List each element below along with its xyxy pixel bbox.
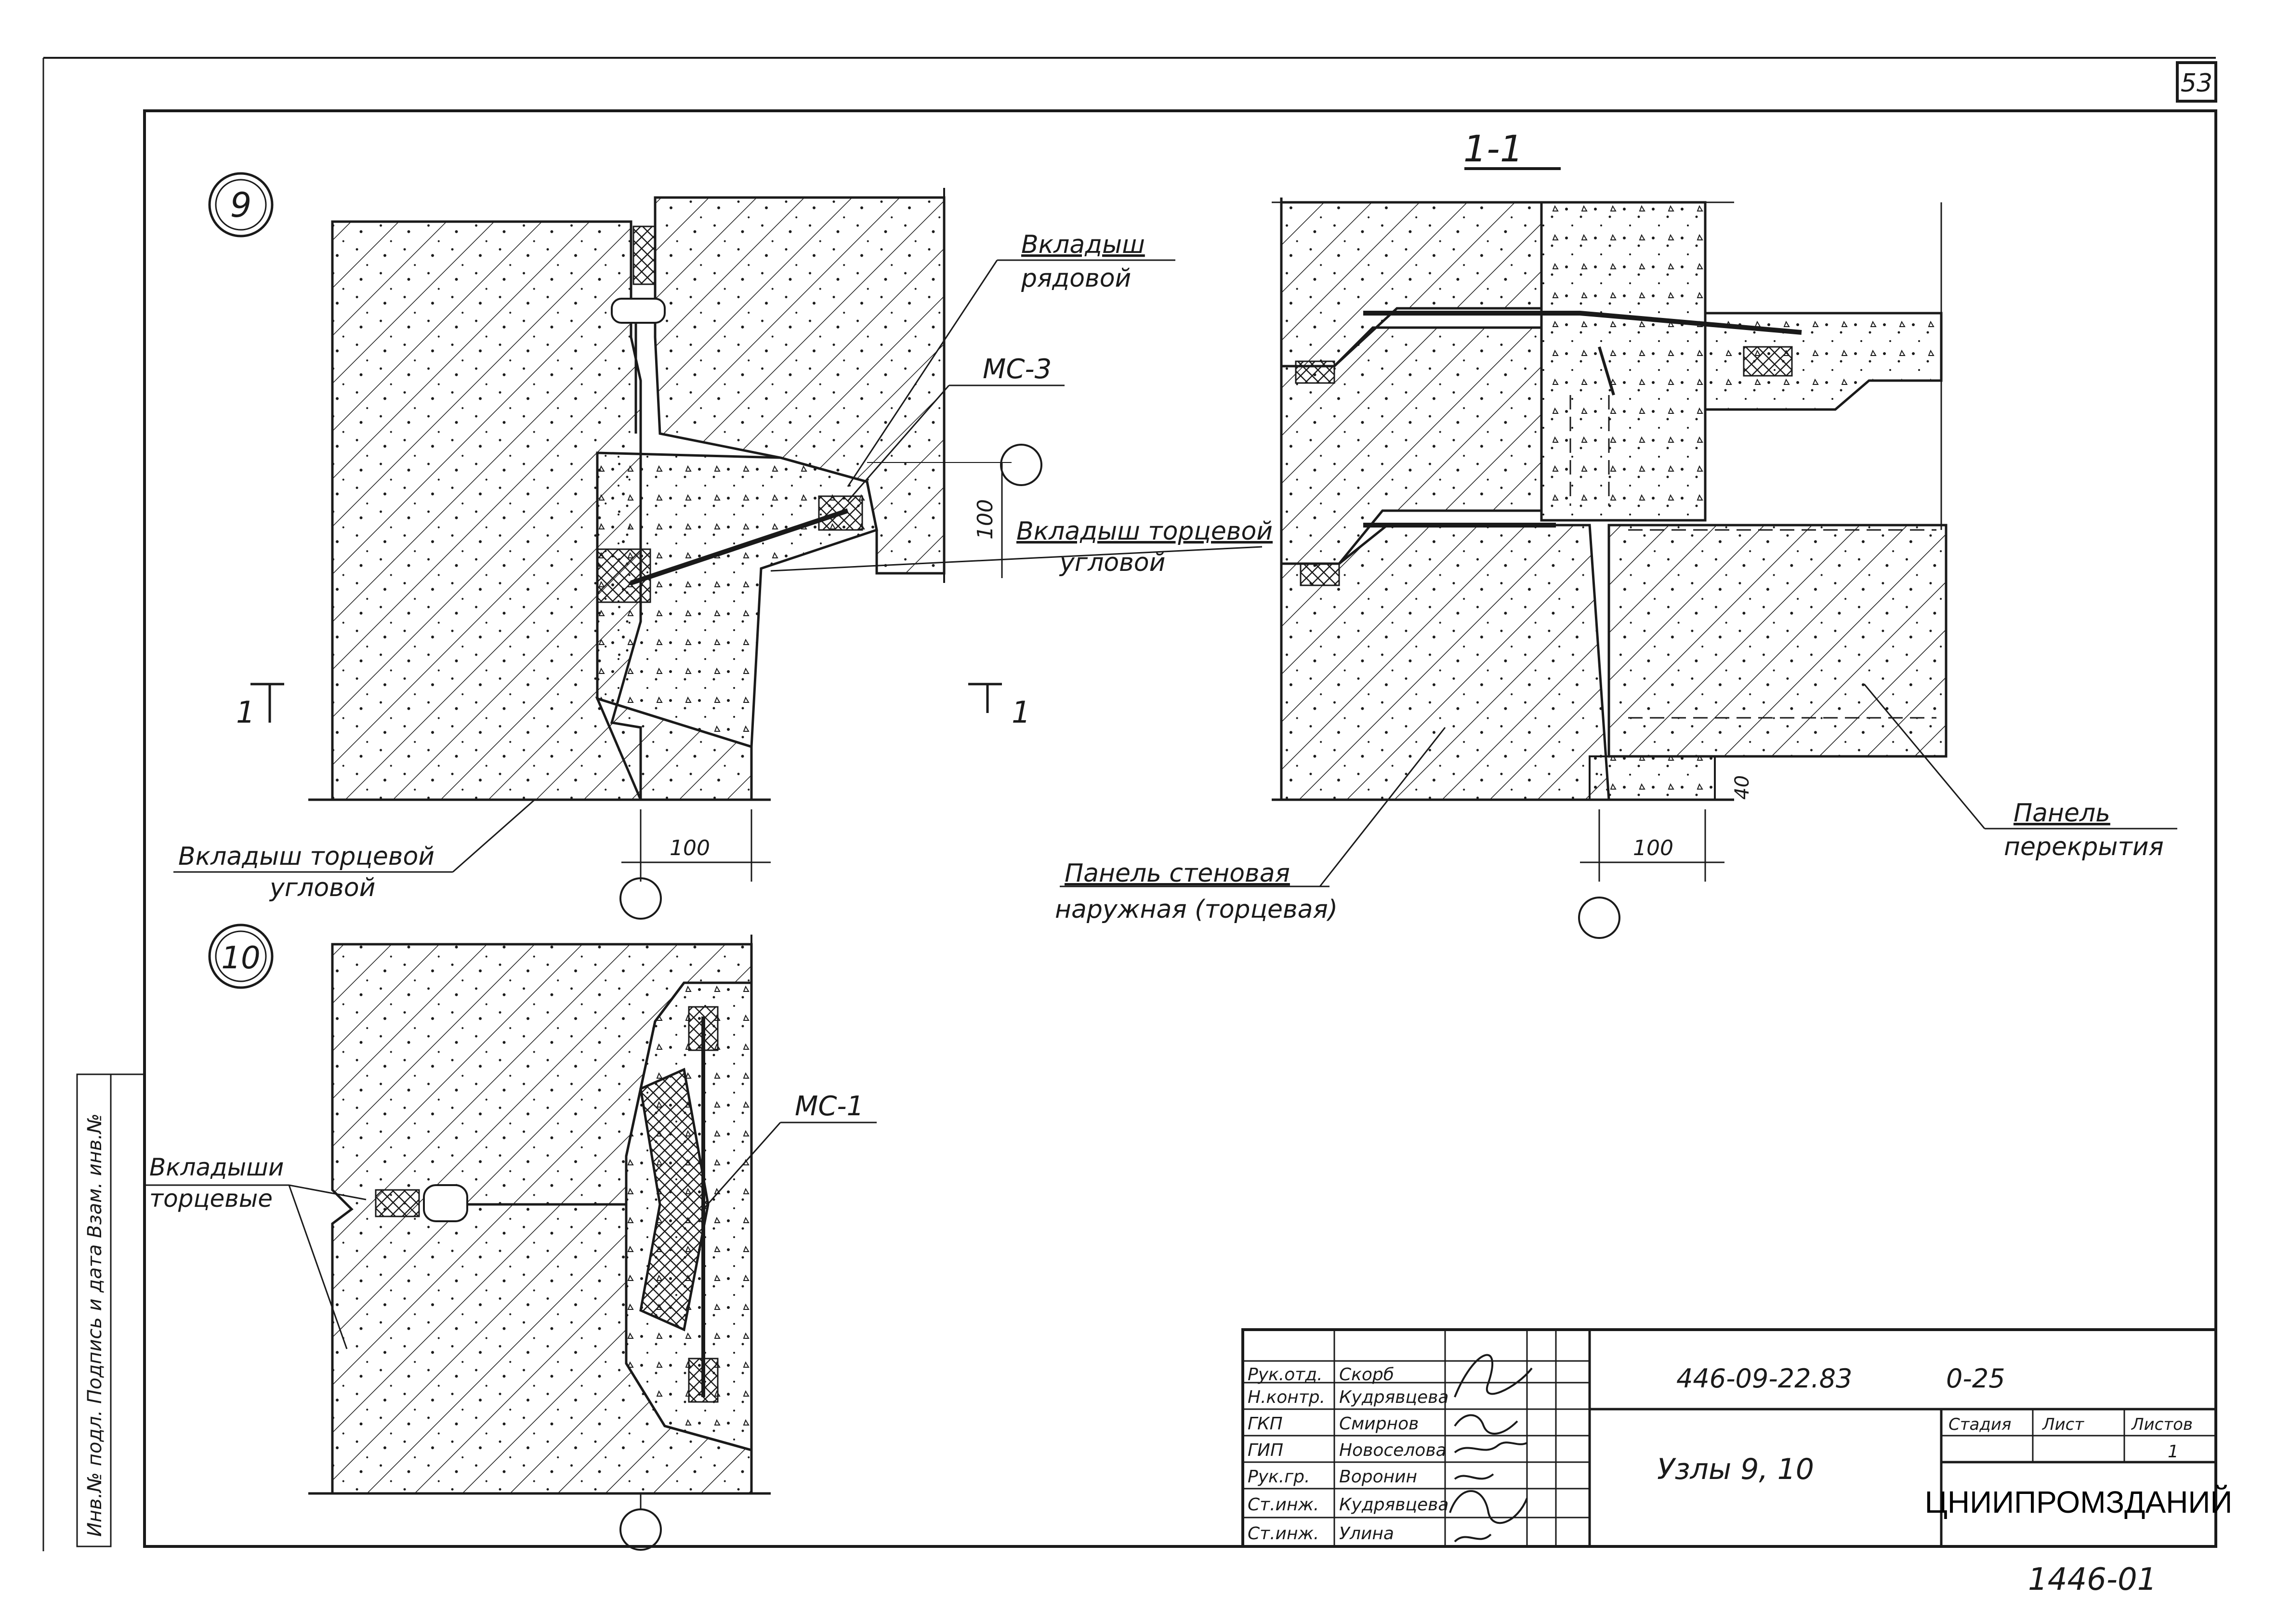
- name-7: Улина: [1339, 1524, 1394, 1544]
- title-block: Рук.отд. Скорб Н.контр. Кудрявцева ГКП С…: [1241, 1328, 2233, 1548]
- section-mark-right-label: 1: [1012, 695, 1030, 730]
- section-title: 1-1: [1463, 127, 1523, 170]
- callout-vkladysh-tortsevoy-right-2: угловой: [1059, 548, 1165, 577]
- callout-vkladysh-tortsevoy-bottom-2: угловой: [269, 873, 375, 902]
- page-number-box: 53: [2176, 61, 2217, 103]
- sheet-frame: [42, 57, 2217, 1551]
- node-9-panel-left: [331, 220, 642, 801]
- node-9-dim-vertical: 100: [973, 499, 998, 540]
- role-1: Рук.отд.: [1248, 1365, 1323, 1385]
- section-dim-small: 40: [1731, 775, 1753, 800]
- role-7: Ст.инж.: [1248, 1524, 1319, 1544]
- node-9-axis-bubble-bottom: [619, 877, 662, 920]
- node-9-axis-bubble-right: [1000, 444, 1042, 486]
- page-number: 53: [2181, 69, 2212, 98]
- role-3: ГКП: [1248, 1414, 1283, 1434]
- drawing-border: [143, 109, 2217, 1548]
- node-10-insulation: [639, 1068, 710, 1332]
- node-10: 10 МС-1 Вкладыши торцевые: [145, 924, 877, 1551]
- section-dim-horizontal: 100: [1633, 836, 1673, 860]
- role-5: Рук.гр.: [1248, 1467, 1310, 1487]
- section-seal-lower: [1300, 563, 1340, 586]
- callout-panel-floor-2: перекрытия: [2004, 832, 2164, 861]
- section-1-1: 1-1 100 40: [1055, 127, 2177, 939]
- margin-stamp-text: Инв.№ подл. Подпись и дата Взам. инв.№: [84, 1113, 106, 1537]
- drawing-title: Узлы 9, 10: [1657, 1452, 1814, 1486]
- node-9-tie-ms3: [630, 508, 849, 585]
- name-6: Кудрявцева: [1339, 1495, 1448, 1515]
- callout-vkladysh-tortsevoy-bottom-1: Вкладыш торцевой: [178, 842, 434, 871]
- node-10-axis-bubble: [619, 1508, 662, 1551]
- node-10-label: 10: [221, 940, 260, 976]
- col-header-sheets: Листов: [2131, 1415, 2193, 1434]
- floor-panel: [1607, 524, 1948, 758]
- callout-vkladysh-tortsevoy-right-1: Вкладыш торцевой: [1016, 517, 1273, 546]
- callout-panel-wall-2: наружная (торцевая): [1055, 895, 1338, 924]
- role-6: Ст.инж.: [1248, 1495, 1319, 1515]
- callout-panel-floor-1: Панель: [2014, 799, 2110, 828]
- signatures: [1449, 1354, 1533, 1543]
- callout-ms3: МС-3: [983, 354, 1052, 385]
- name-4: Новоселова: [1339, 1440, 1447, 1460]
- left-margin-stamp: Инв.№ подл. Подпись и дата Взам. инв.№: [76, 1073, 145, 1547]
- role-4: ГИП: [1248, 1440, 1283, 1460]
- node-9-joint-key: [611, 298, 666, 324]
- callout-vkladysh-ryadovoy-2: рядовой: [1021, 264, 1131, 293]
- section-mark-left-label: 1: [236, 695, 255, 730]
- callout-ms1: МС-1: [795, 1091, 864, 1122]
- callout-vkladyshi-tortsevye-1: Вкладыши: [149, 1153, 284, 1181]
- role-2: Н.контр.: [1248, 1387, 1325, 1407]
- organization: ЦНИИПРОМЗДАНИЙ: [1925, 1484, 2233, 1519]
- node-9-label: 9: [230, 185, 252, 225]
- sheet-code: 0-25: [1946, 1363, 2005, 1394]
- node-10-joint-key: [423, 1184, 468, 1222]
- callout-vkladysh-ryadovoy-1: Вкладыш: [1021, 230, 1145, 259]
- section-mark-right: [968, 683, 1002, 713]
- core-column: [1540, 201, 1707, 522]
- name-5: Воронин: [1339, 1467, 1417, 1487]
- callout-panel-wall-1: Панель стеновая: [1065, 859, 1290, 888]
- name-2: Кудрявцева: [1339, 1387, 1448, 1407]
- node-9-insert-corner: [596, 548, 651, 603]
- section-tie-upper: [1363, 311, 1802, 335]
- name-3: Смирнов: [1339, 1414, 1419, 1434]
- node-9-dim-horizontal: 100: [670, 836, 710, 860]
- bottom-code: 1446-01: [2028, 1562, 2157, 1598]
- node-9: 9 Вкладыш рядовой МС-3 100: [173, 172, 1273, 920]
- node-10-marker: [208, 924, 274, 989]
- section-mark-left: [250, 683, 284, 723]
- doc-code: 446-09-22.83: [1676, 1363, 1852, 1394]
- section-axis-bubble: [1578, 897, 1620, 939]
- node-9-marker: [208, 172, 274, 238]
- col-header-stage: Стадия: [1948, 1415, 2011, 1434]
- col-value-sheets: 1: [2168, 1442, 2179, 1462]
- title-block-roles: Рук.отд. Скорб Н.контр. Кудрявцева ГКП С…: [1248, 1365, 1448, 1544]
- col-header-sheet: Лист: [2041, 1415, 2084, 1434]
- callout-vkladyshi-tortsevye-2: торцевые: [149, 1185, 273, 1213]
- section-seal-upper: [1295, 360, 1335, 384]
- name-1: Скорб: [1339, 1365, 1394, 1385]
- node-10-seal-horizontal: [375, 1189, 420, 1217]
- node-9-seal-top: [632, 225, 656, 285]
